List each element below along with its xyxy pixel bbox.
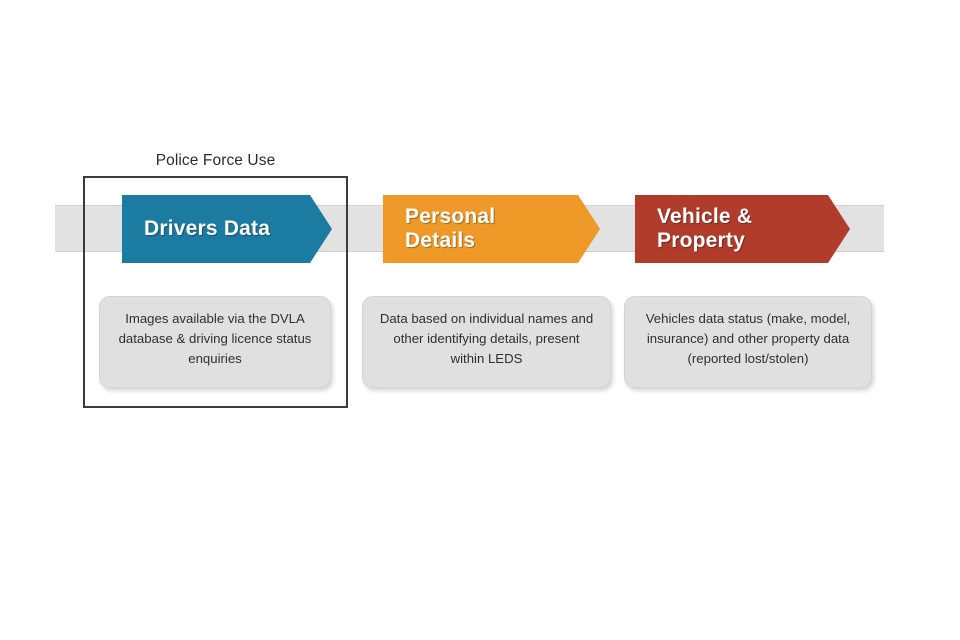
chevron-drivers-data-label: Drivers Data	[144, 217, 271, 241]
chevron-personal-details-label: Personal Details	[405, 205, 496, 252]
description-card-drivers-data: Images available via the DVLA database &…	[99, 296, 331, 388]
chevron-drivers-data[interactable]: Drivers Data	[122, 195, 332, 263]
chevron-vehicle-property[interactable]: Vehicle & Property	[635, 195, 850, 263]
chevron-vehicle-property-label: Vehicle & Property	[657, 205, 753, 252]
description-card-vehicle-property: Vehicles data status (make, model, insur…	[624, 296, 872, 388]
description-card-personal-details: Data based on individual names and other…	[362, 296, 611, 388]
chevron-personal-details[interactable]: Personal Details	[383, 195, 600, 263]
group-box-police-force-use	[83, 176, 348, 408]
group-label-police-force-use: Police Force Use	[155, 152, 276, 169]
